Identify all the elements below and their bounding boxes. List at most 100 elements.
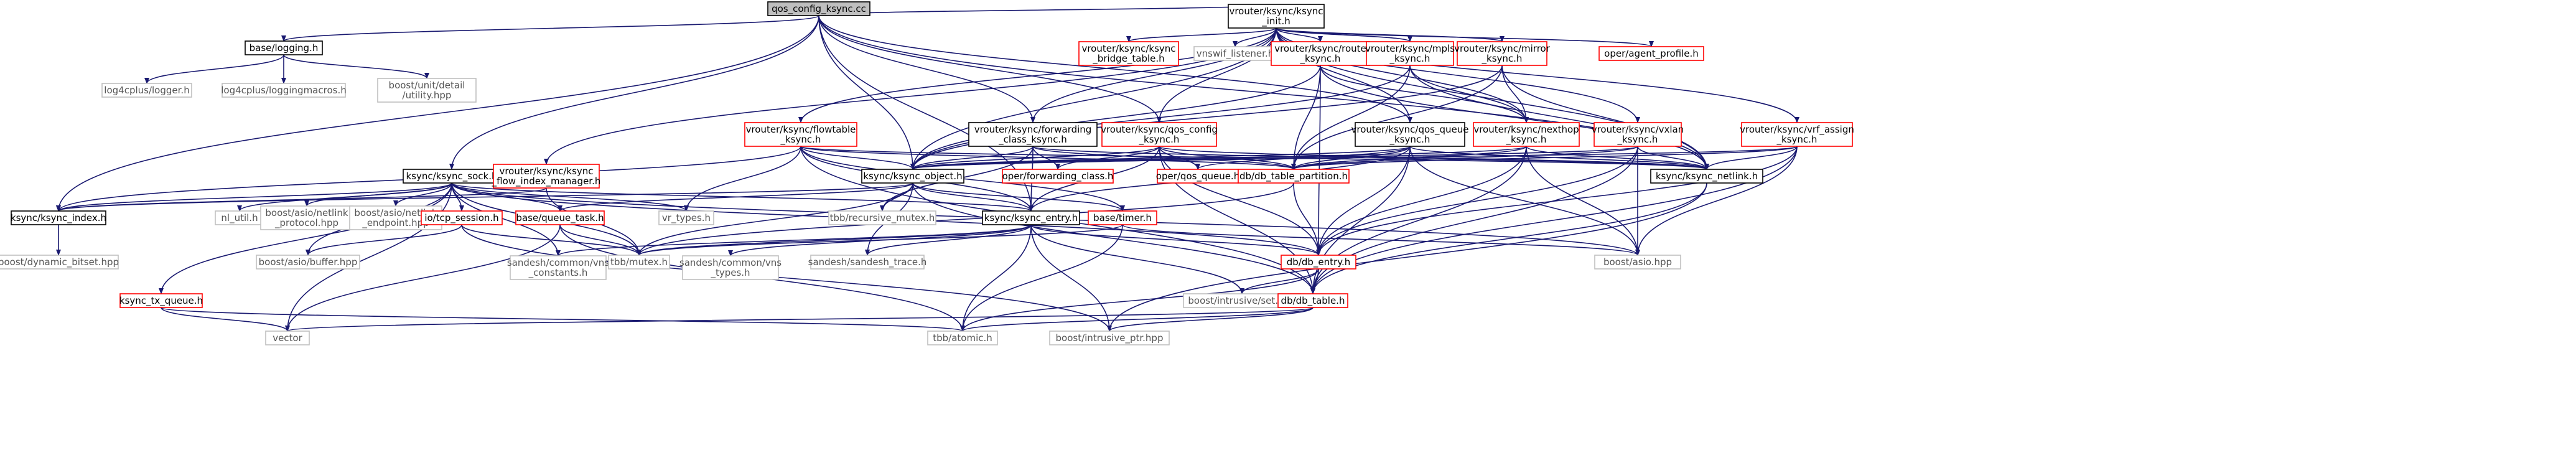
- node-label: _ksync.h: [1617, 134, 1658, 146]
- node-label: vrouter/ksync/route: [1274, 43, 1366, 54]
- edge-qos-config-ksync-cc-to-ksync-sock: [449, 15, 819, 170]
- node-vector: vector: [265, 331, 310, 345]
- node-qos-config-ksync-h[interactable]: vrouter/ksync/qos_config_ksync.h: [1101, 122, 1218, 147]
- node-ksync-bridge-table[interactable]: vrouter/ksync/ksync_bridge_table.h: [1078, 41, 1179, 66]
- node-flowtable-ksync[interactable]: vrouter/ksync/flowtable_ksync.h: [744, 122, 857, 147]
- node-ksync-netlink[interactable]: ksync/ksync_netlink.h: [1650, 169, 1763, 184]
- node-box: [682, 255, 779, 280]
- edge-qos-config-ksync-h-to-ksync-netlink: [1159, 146, 1709, 170]
- node-ksync-init[interactable]: vrouter/ksync/ksync_init.h: [1228, 4, 1325, 29]
- node-ksync-sock[interactable]: ksync/ksync_sock.h: [403, 169, 501, 184]
- node-base-timer[interactable]: base/timer.h: [1088, 210, 1157, 225]
- edge-db-db-table-to-boost-intrusive-ptr: [1107, 307, 1314, 332]
- node-base-queue-task[interactable]: base/queue_task.h: [515, 210, 605, 225]
- node-ksync-object[interactable]: ksync/ksync_object.h: [861, 169, 964, 184]
- node-ksync-entry[interactable]: ksync/ksync_entry.h: [982, 210, 1080, 225]
- node-label: _bridge_table.h: [1092, 53, 1164, 65]
- node-db-db-table[interactable]: db/db_table.h: [1277, 293, 1348, 308]
- node-label: db/db_table_partition.h: [1239, 171, 1348, 182]
- node-label: log4cplus/logger.h: [104, 85, 189, 96]
- edge-qos-config-ksync-cc-to-base-logging: [281, 15, 819, 42]
- node-label: sandesh/sandesh_trace.h: [808, 256, 927, 268]
- node-db-table-partition[interactable]: db/db_table_partition.h: [1238, 169, 1350, 184]
- node-qos-queue-ksync[interactable]: vrouter/ksync/qos_queue_ksync.h: [1351, 122, 1469, 147]
- edge-mpls-ksync-to-ksync-netlink: [1409, 65, 1709, 170]
- node-box: [1473, 122, 1580, 147]
- edge-mpls-ksync-to-db-table-partition: [1291, 65, 1411, 170]
- node-mirror-ksync[interactable]: vrouter/ksync/mirror_ksync.h: [1454, 41, 1551, 66]
- edge-flow-index-manager-to-ksync-index: [56, 187, 547, 212]
- node-oper-qos-queue[interactable]: oper/qos_queue.h: [1156, 169, 1239, 184]
- node-label: base/timer.h: [1093, 212, 1152, 223]
- node-sandesh-trace: sandesh/sandesh_trace.h: [808, 255, 927, 270]
- node-boost-asio-netlink-protocol: boost/asio/netlink_protocol.hpp: [260, 205, 353, 230]
- node-label: vrouter/ksync/qos_config: [1101, 124, 1218, 136]
- edge-vrf-assign-ksync-to-boost-asio: [1635, 146, 1798, 256]
- edge-qos-config-ksync-cc-to-qos-queue-ksync: [818, 15, 1412, 123]
- node-box: [421, 210, 503, 225]
- node-nexthop-ksync[interactable]: vrouter/ksync/nexthop_ksync.h: [1473, 122, 1580, 147]
- edge-db-db-entry-to-db-db-table: [1310, 268, 1319, 294]
- edge-flowtable-ksync-to-db-table-partition: [800, 146, 1296, 170]
- node-label: log4cplus/loggingmacros.h: [221, 85, 346, 96]
- node-label: boost/asio/buffer.hpp: [259, 256, 358, 268]
- node-label: vrouter/ksync/ksync: [499, 166, 593, 177]
- node-oper-forwarding-class[interactable]: oper/forwarding_class.h: [1002, 169, 1114, 184]
- node-box: [982, 210, 1080, 225]
- node-ksync-index[interactable]: ksync/ksync_index.h: [11, 210, 106, 225]
- node-label: nl_util.h: [221, 212, 258, 224]
- node-box: [1228, 4, 1325, 29]
- node-mpls-ksync[interactable]: vrouter/ksync/mpls_ksync.h: [1365, 41, 1455, 66]
- node-label: /utility.hpp: [403, 90, 452, 101]
- node-ksync-tx-queue[interactable]: ksync_tx_queue.h: [119, 293, 203, 308]
- edge-qos-queue-ksync-to-boost-asio: [1409, 146, 1640, 256]
- edge-base-logging-to-boost-unit-utility: [283, 54, 429, 79]
- header-nodes: qos_config_ksync.ccbase/logging.hlog4cpl…: [0, 1, 1854, 345]
- node-label: vrouter/ksync/vrf_assign: [1740, 124, 1854, 136]
- node-vrf-assign-ksync[interactable]: vrouter/ksync/vrf_assign_ksync.h: [1740, 122, 1854, 147]
- node-db-db-entry[interactable]: db/db_entry.h: [1281, 255, 1356, 270]
- edge-mirror-ksync-to-db-table-partition: [1291, 65, 1503, 170]
- node-io-tcp-session[interactable]: io/tcp_session.h: [421, 210, 503, 225]
- edge-route-ksync-to-ksync-object: [910, 65, 1321, 170]
- node-label: _ksync.h: [1389, 134, 1430, 146]
- edge-nexthop-ksync-to-db-db-entry: [1316, 146, 1527, 256]
- node-label: tbb/atomic.h: [933, 332, 992, 344]
- edge-db-db-entry-to-tbb-atomic: [960, 268, 1319, 332]
- edge-ksync-init-to-route-ksync: [1276, 27, 1323, 42]
- node-label: _flow_index_manager.h: [492, 176, 601, 187]
- node-box: [1049, 331, 1170, 345]
- node-label: boost/asio/netlink: [265, 207, 348, 218]
- node-label: ksync/ksync_sock.h: [406, 171, 497, 182]
- node-label: vrouter/ksync/nexthop: [1473, 124, 1579, 135]
- node-base-logging[interactable]: base/logging.h: [245, 40, 323, 55]
- node-label: vrouter/ksync/vxlan: [1592, 124, 1684, 135]
- edge-ksync-sock-to-ksync-index: [56, 182, 452, 212]
- edge-qos-config-ksync-h-to-oper-forwarding-class: [1055, 146, 1160, 170]
- node-log4cplus-logger: log4cplus/logger.h: [101, 83, 192, 98]
- edge-ksync-object-to-db-db-table: [912, 182, 1315, 294]
- node-route-ksync[interactable]: vrouter/ksync/route_ksync.h: [1271, 41, 1370, 66]
- node-label: _ksync.h: [1300, 53, 1341, 65]
- node-oper-agent-profile[interactable]: oper/agent_profile.h: [1598, 46, 1704, 61]
- node-box: [968, 122, 1098, 147]
- node-boost-asio: boost/asio.hpp: [1594, 255, 1681, 270]
- edge-db-table-partition-to-tbb-mutex: [637, 182, 1294, 256]
- node-box: [828, 210, 936, 225]
- node-label: oper/forwarding_class.h: [1002, 171, 1114, 182]
- node-vxlan-ksync[interactable]: vrouter/ksync/vxlan_ksync.h: [1592, 122, 1684, 147]
- node-box: [608, 255, 670, 270]
- node-nl-util: nl_util.h: [215, 210, 264, 225]
- node-label: db/db_entry.h: [1287, 256, 1350, 268]
- node-box: [377, 78, 477, 103]
- node-flow-index-manager[interactable]: vrouter/ksync/ksync_flow_index_manager.h: [492, 164, 601, 189]
- node-label: ksync/ksync_object.h: [863, 171, 962, 182]
- node-forwarding-class-ksync[interactable]: vrouter/ksync/forwarding_class_ksync.h: [968, 122, 1098, 147]
- node-label: vnswif_listener.h: [1197, 48, 1274, 60]
- node-label: boost/asio/netlink: [354, 207, 437, 218]
- node-sandesh-constants: sandesh/common/vns_constants.h: [507, 255, 609, 280]
- edge-base-timer-to-tbb-mutex: [637, 224, 1123, 256]
- node-box: [1238, 169, 1350, 184]
- edge-nexthop-ksync-to-db-db-table: [1310, 146, 1527, 294]
